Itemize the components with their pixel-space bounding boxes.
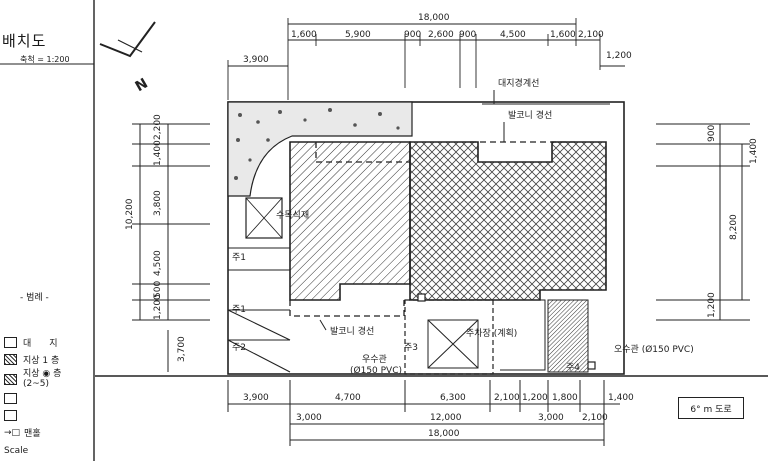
legend-label: 맨홀 [24, 429, 41, 439]
dim-right-3: 1,200 [707, 292, 717, 318]
dim-bottom-1: 3,900 [243, 393, 269, 403]
parking-area-left [227, 247, 291, 373]
legend-heading: - 범례 - [20, 293, 49, 303]
legend-item: 지상 ◉ 층(2~5) [4, 368, 94, 390]
dim-bottom-3: 6,300 [440, 393, 466, 403]
legend-label: 지상 ◉ 층(2~5) [23, 369, 62, 389]
legend-item-manhole: →□ 맨홀 [4, 424, 94, 441]
dim-bottom-4: 2,100 [494, 393, 520, 403]
label-p2: 주1 [232, 304, 246, 315]
legend-item [4, 390, 94, 407]
note-tree: 수목식재 [276, 210, 309, 221]
manhole-icon [417, 293, 426, 302]
note-balcony-bottom: 발코니 경선 [330, 325, 374, 337]
legend-swatch-hatch [4, 354, 17, 365]
balcony-line-top [315, 142, 410, 163]
dim-left-5: 500 [153, 281, 163, 298]
building-1f [289, 141, 411, 301]
dim-bottom-5: 1,200 [522, 393, 548, 403]
dim-bottom-7: 1,400 [608, 393, 634, 403]
dim-top-8: 2,100 [578, 30, 604, 40]
landscape-area [227, 101, 413, 197]
legend-swatch-crosshatch [4, 373, 17, 385]
dim-left-2: 1,400 [153, 140, 163, 166]
note-parking: 주차장 (계획) [466, 327, 517, 339]
drawing-title: 배치도 [2, 32, 47, 50]
dim-top-overall: 18,000 [418, 13, 450, 23]
north-arrow-icon: N [99, 21, 156, 95]
note-drain: 우수관 [362, 354, 387, 365]
dim-bottom-10: 3,000 [538, 413, 564, 423]
note-balcony-top: 발코니 경선 [508, 109, 552, 121]
dim-left-outer: 10,200 [125, 198, 135, 230]
legend-label: 대 지 [23, 339, 58, 349]
label-p1: 주1 [232, 252, 246, 263]
manhole-symbol-icon: →□ [4, 427, 21, 438]
scale-label: Scale [4, 446, 29, 456]
dim-right-1: 900 [707, 125, 717, 142]
label-p4: 주3 [404, 342, 418, 353]
label-p3: 주2 [232, 342, 246, 353]
parking-zone [404, 299, 494, 375]
legend: 대 지 지상 1 층 지상 ◉ 층(2~5) →□ 맨홀 [4, 334, 94, 441]
dim-right-outer: 8,200 [729, 214, 739, 240]
legend-swatch-plain [4, 337, 17, 348]
legend-item: 대 지 [4, 334, 94, 351]
dim-bottom-8: 3,000 [296, 413, 322, 423]
building-upper [409, 141, 607, 301]
balcony-line-bottom [289, 300, 405, 317]
legend-swatch-empty [4, 393, 17, 404]
dim-top-2: 5,900 [345, 30, 371, 40]
dim-top-right: 1,200 [606, 51, 632, 61]
drawing-scale: 축척 = 1:200 [20, 55, 70, 64]
dim-bottom-2: 4,700 [335, 393, 361, 403]
tree-symbol [245, 197, 283, 239]
road-note: 6° m 도로 [678, 397, 744, 419]
label-p5: 주4 [566, 362, 580, 373]
dim-left-1: 2,200 [153, 114, 163, 140]
legend-label: 지상 1 층 [23, 356, 60, 366]
legend-item: 지상 1 층 [4, 351, 94, 368]
legend-swatch-empty [4, 410, 17, 421]
dim-right-2: 1,400 [749, 138, 759, 164]
dim-left-4: 4,500 [153, 250, 163, 276]
dim-left-extra: 3,700 [177, 336, 187, 362]
dim-top-left: 3,900 [243, 55, 269, 65]
note-sewer: 오수관 (Ø150 PVC) [614, 344, 694, 355]
dim-left-6: 1,200 [153, 294, 163, 320]
dim-bottom-11: 2,100 [582, 413, 608, 423]
dim-top-4: 2,600 [428, 30, 454, 40]
svg-text:N: N [133, 75, 151, 95]
dim-top-6: 4,500 [500, 30, 526, 40]
legend-item [4, 407, 94, 424]
dim-top-1: 1,600 [291, 30, 317, 40]
dim-left-3: 3,800 [153, 190, 163, 216]
note-drain-spec: (Ø150 PVC) [350, 365, 402, 376]
dim-bottom-overall: 18,000 [428, 429, 460, 439]
dim-top-5: 900 [459, 30, 476, 40]
dim-bottom-9: 12,000 [430, 413, 462, 423]
dim-top-3: 900 [404, 30, 421, 40]
dim-top-7: 1,600 [550, 30, 576, 40]
note-boundary: 대지경계선 [498, 77, 539, 89]
dim-bottom-6: 1,800 [552, 393, 578, 403]
